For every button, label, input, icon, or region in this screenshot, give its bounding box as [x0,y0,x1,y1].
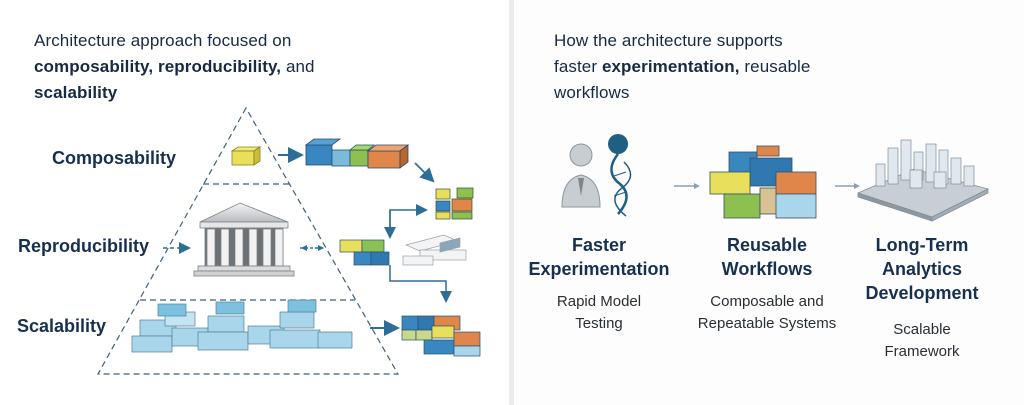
block-group-icon [339,239,390,266]
heading-line: How the architecture supports [554,31,783,50]
block-row-icon [304,138,410,169]
heading-line: Architecture approach focused on [34,31,292,50]
title-line: Experimentation [528,259,670,279]
desc-line: Testing [575,315,623,332]
building-icon [193,202,295,277]
benefits-diagram [561,134,989,222]
title-line: Workflows [721,259,813,279]
desc-line: Rapid Model [556,293,642,310]
title-line: Analytics [881,259,963,279]
final-block-stack-icon [401,315,481,357]
desc-line: Scalable [893,321,951,338]
tier-label-composability: Composability [52,148,177,168]
scientist-dna-icon [561,134,632,217]
desc-line: Repeatable Systems [697,315,837,332]
left-heading: Architecture approach focused on composa… [34,28,394,106]
title-line: Reusable [726,235,808,255]
cube-stack-icon [435,187,474,220]
stacked-blocks-icon [709,145,817,219]
heading-bold: composability, reproducibility, [34,57,282,76]
tier-label-scalability: Scalability [17,316,107,336]
heading-bold: experimentation, [601,57,740,76]
pyramid-diagram [96,106,481,375]
panel-divider [509,0,514,405]
desc-line: Framework [884,343,960,360]
heading-text: faster [554,57,602,76]
title-line: Long-Term [875,235,969,255]
title-line: Faster [571,235,627,255]
heading-bold: scalability [34,83,118,102]
heading-line: workflows [554,83,630,102]
white-blocks-icon [402,234,467,266]
city-model-icon [857,139,989,222]
tier-label-reproducibility: Reproducibility [18,236,150,256]
right-panel: How the architecture supports faster exp… [514,0,1024,405]
heading-text: and [281,57,315,76]
scalable-blocks-icon [131,299,353,353]
right-heading: How the architecture supports faster exp… [554,28,874,106]
title-line: Development [865,283,979,303]
heading-text: reusable [739,57,811,76]
desc-line: Composable and [710,293,824,310]
pyramid-outline [96,106,400,375]
yellow-block-icon [230,146,262,166]
left-panel: Architecture approach focused on composa… [0,0,508,405]
